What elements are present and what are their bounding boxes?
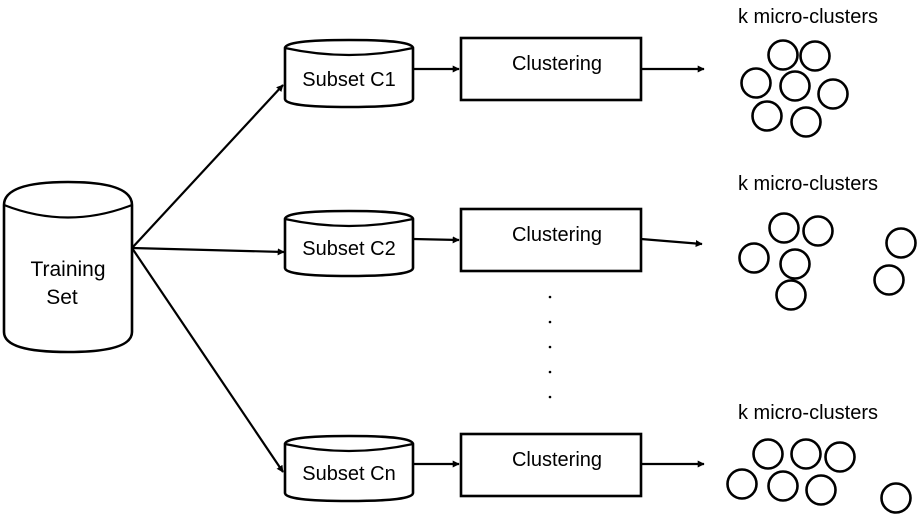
micro-cluster xyxy=(740,67,772,99)
micro-cluster xyxy=(790,106,822,138)
subset-c1-cylinder-rim xyxy=(284,46,414,57)
micro-cluster xyxy=(873,264,905,296)
subset-cn-cylinder-rim xyxy=(284,442,414,453)
subset-c2-cylinder xyxy=(283,209,415,278)
micro-cluster xyxy=(775,279,807,311)
micro-clusters-label-3: k micro-clusters xyxy=(738,402,878,424)
micro-cluster xyxy=(805,474,837,506)
micro-cluster xyxy=(779,248,811,280)
ellipsis-dot xyxy=(548,395,552,399)
micro-clusters-label-1: k micro-clusters xyxy=(738,6,878,28)
ellipsis-dot xyxy=(548,295,552,299)
micro-cluster xyxy=(824,441,856,473)
row-2: Subset C2 Clustering k micro-clusters xyxy=(283,173,917,311)
clustering-label-1: Clustering xyxy=(512,53,602,75)
micro-cluster xyxy=(751,100,783,132)
micro-cluster xyxy=(726,468,758,500)
training-set-cylinder-rim xyxy=(3,203,133,219)
edge-training-to-subset-cn xyxy=(131,247,284,473)
edge-training-to-subset-c2 xyxy=(131,246,285,256)
micro-cluster xyxy=(790,438,822,470)
micro-cluster xyxy=(767,470,799,502)
subset-c1-cylinder xyxy=(283,38,415,109)
training-set-node: Training Set xyxy=(2,180,134,354)
clustering-label-3: Clustering xyxy=(512,449,602,471)
micro-cluster xyxy=(799,40,831,72)
subset-c2-cylinder-rim xyxy=(284,217,414,228)
ellipsis-dot xyxy=(548,370,552,374)
micro-cluster xyxy=(779,70,811,102)
micro-cluster xyxy=(768,212,800,244)
ellipsis-dot xyxy=(548,320,552,324)
training-set-label-line2: Set xyxy=(46,286,78,309)
clustering-box-1 xyxy=(459,36,643,102)
clustering-box-3 xyxy=(459,432,643,498)
micro-cluster xyxy=(885,227,917,259)
clustering-label-2: Clustering xyxy=(512,224,602,246)
row-3: Subset Cn Clustering k micro-clusters xyxy=(283,402,912,514)
row-1: Subset C1 Clustering k micro-clusters xyxy=(283,6,878,138)
micro-cluster xyxy=(817,78,849,110)
subset-cn-cylinder xyxy=(283,434,415,503)
clustering-box-2 xyxy=(459,207,643,273)
micro-cluster xyxy=(880,482,912,514)
micro-cluster-group-1 xyxy=(740,39,849,138)
ellipsis-dot xyxy=(548,345,552,349)
micro-cluster-group-2 xyxy=(738,212,917,311)
subset-c1-label: Subset C1 xyxy=(302,69,395,91)
micro-clusters-label-2: k micro-clusters xyxy=(738,173,878,195)
micro-cluster-group-3 xyxy=(726,438,912,514)
micro-cluster xyxy=(738,242,770,274)
edge-training-to-subset-c1 xyxy=(131,84,284,249)
micro-cluster xyxy=(767,39,799,71)
subset-cn-label: Subset Cn xyxy=(302,463,395,485)
micro-cluster xyxy=(802,215,834,247)
subset-c2-label: Subset C2 xyxy=(302,238,395,260)
training-set-label-line1: Training xyxy=(30,258,105,281)
training-set-cylinder xyxy=(2,180,134,354)
edge-subset-c2-to-clustering-2 xyxy=(412,236,460,244)
micro-cluster xyxy=(752,438,784,470)
edge-clustering-2-to-micro-clusters-2 xyxy=(640,237,703,247)
vertical-ellipsis xyxy=(548,295,552,399)
